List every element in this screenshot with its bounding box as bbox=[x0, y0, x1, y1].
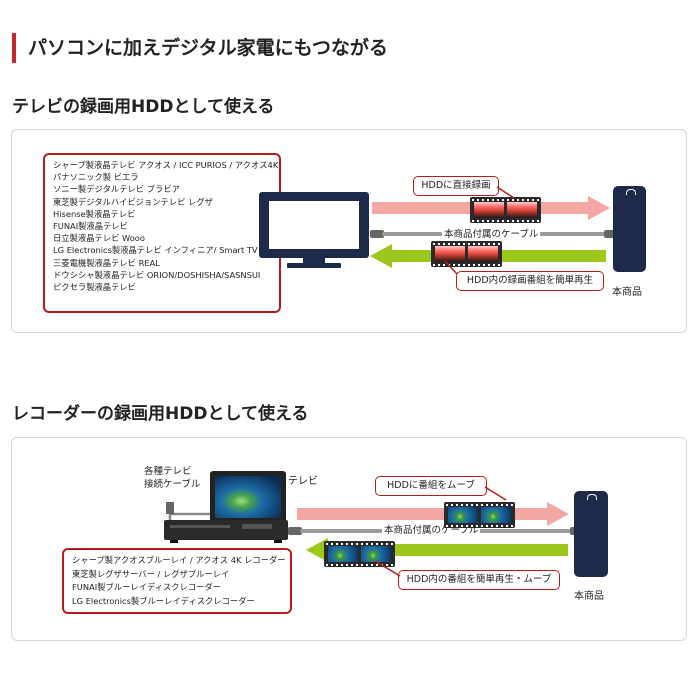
callout-pointer bbox=[484, 486, 507, 501]
cable-caption-line: 各種テレビ bbox=[144, 466, 192, 477]
callout-pointer bbox=[444, 260, 458, 275]
program-frame bbox=[448, 507, 478, 523]
list-item: LG Electronics製液晶テレビ インフィニア/ Smart TV bbox=[53, 245, 258, 256]
recorded-frame bbox=[507, 202, 537, 218]
hdd-icon bbox=[574, 491, 608, 577]
list-item: ソニー製デジタルテレビ ブラビア bbox=[53, 184, 180, 195]
cable-plug-icon bbox=[370, 230, 384, 238]
list-item: 日立製液晶テレビ Wooo bbox=[53, 233, 145, 244]
list-item: Hisense製液晶テレビ bbox=[53, 208, 136, 219]
cable-label: 本商品付属のケーブル bbox=[442, 226, 541, 240]
page-title: パソコンに加えデジタル家電にもつながる bbox=[12, 33, 388, 63]
recorded-frame bbox=[435, 246, 465, 262]
film-strip-icon bbox=[324, 541, 395, 567]
recorded-frame bbox=[474, 202, 504, 218]
list-item: LG Electronics製ブルーレイディスクレコーダー bbox=[72, 595, 255, 606]
tv-section-title: テレビの録画用HDDとして使える bbox=[12, 97, 275, 117]
playback-callout: HDD内の録画番組を簡単再生 bbox=[456, 271, 604, 291]
recorder-icon bbox=[164, 520, 288, 543]
list-item: シャープ製アクオスブルーレイ / アクオス 4K レコーダー bbox=[72, 555, 286, 565]
recorded-frame bbox=[468, 246, 498, 262]
list-item: 三菱電機製液晶テレビ REAL bbox=[53, 257, 160, 268]
film-strip-icon bbox=[431, 241, 502, 267]
move-callout: HDDに番組をムーブ bbox=[375, 476, 487, 496]
list-item: ドウシシャ製液晶テレビ ORION/DOSHISHA/SASNSUI bbox=[53, 269, 261, 280]
playback-callout: HDD内の番組を簡単再生・ムーブ bbox=[398, 570, 560, 590]
recorder-section-title: レコーダーの録画用HDDとして使える bbox=[12, 404, 309, 424]
list-item: FUNAI製ブルーレイディスクレコーダー bbox=[72, 582, 222, 592]
cable-caption-line: 接続ケーブル bbox=[144, 479, 201, 490]
tv-label: テレビ bbox=[288, 476, 318, 487]
hdd-label: 本商品 bbox=[574, 591, 604, 602]
tv-monitor-icon bbox=[259, 192, 369, 268]
recorder-compatible-list: シャープ製アクオスブルーレイ / アクオス 4K レコーダー 東芝製レグザサーバ… bbox=[62, 548, 292, 614]
list-item: シャープ製液晶テレビ アクオス / ICC PURIOS / アクオス4K bbox=[53, 160, 279, 170]
program-frame bbox=[481, 507, 511, 523]
callout-pointer bbox=[374, 560, 401, 577]
list-item: パナソニック製 ビエラ bbox=[53, 172, 139, 183]
callout-pointer bbox=[496, 186, 515, 199]
recorder-section-panel: 各種テレビ 接続ケーブル テレビ 本商品付属の bbox=[11, 437, 687, 641]
record-callout: HDDに直接録画 bbox=[413, 176, 499, 196]
cable-plug-icon bbox=[604, 230, 618, 238]
cable-caption: 各種テレビ 接続ケーブル bbox=[144, 465, 200, 491]
list-item: 東芝製デジタルハイビジョンテレビ レグザ bbox=[53, 196, 213, 207]
program-frame bbox=[328, 546, 358, 562]
cable-plug-icon bbox=[288, 527, 302, 535]
list-item: ピクセラ製液晶テレビ bbox=[53, 282, 136, 293]
film-strip-icon bbox=[470, 197, 541, 223]
program-frame bbox=[361, 546, 391, 562]
list-item: 東芝製レグザサーバー / レグザブルーレイ bbox=[72, 568, 230, 579]
tv-section-panel: シャープ製液晶テレビ アクオス / ICC PURIOS / アクオス4K パナ… bbox=[11, 129, 687, 333]
list-item: FUNAI製液晶テレビ bbox=[53, 221, 128, 232]
hdd-icon bbox=[613, 186, 646, 272]
hdd-label: 本商品 bbox=[612, 287, 642, 298]
tv-compatible-list: シャープ製液晶テレビ アクオス / ICC PURIOS / アクオス4K パナ… bbox=[43, 153, 281, 313]
film-strip-icon bbox=[444, 502, 515, 528]
